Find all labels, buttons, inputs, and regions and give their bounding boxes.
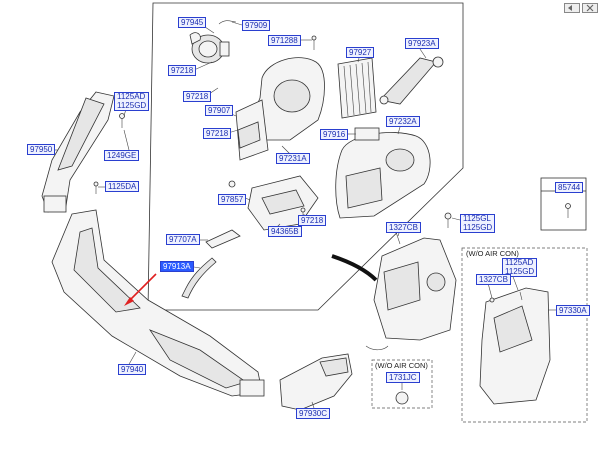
- duct-97950-part: [41, 91, 115, 213]
- part-label-1125ad: 1125AD: [117, 92, 146, 101]
- assembly-direction-arrow: [331, 254, 378, 282]
- red-pointer-arrow-icon: [124, 273, 157, 306]
- part-label-97950[interactable]: 97950: [27, 144, 56, 155]
- part-label-85744[interactable]: 85744: [555, 182, 584, 193]
- wo-aircon-note-right: (W/O AIR CON): [466, 249, 519, 258]
- part-label-1125ad-1125gd-right[interactable]: 1125AD 1125GD: [502, 258, 538, 277]
- part-label-1327cb-lower[interactable]: 1327CB: [476, 274, 511, 285]
- bolt-icon: [444, 212, 452, 228]
- part-label-97930c[interactable]: 97930C: [296, 408, 331, 419]
- part-label-1125ad-b: 1125AD: [505, 258, 534, 267]
- wo-aircon-box-bottom: [371, 359, 433, 409]
- part-label-1125gd-b: 1125GD: [463, 222, 493, 232]
- part-label-1731jc[interactable]: 1731JC: [386, 372, 420, 383]
- duct-97930c-part: [279, 353, 353, 411]
- blower-motor-part: [189, 20, 237, 64]
- part-label-1125da[interactable]: 1125DA: [105, 181, 140, 192]
- part-label-97907[interactable]: 97907: [205, 105, 234, 116]
- screw-icon: [93, 35, 571, 220]
- part-label-97857[interactable]: 97857: [218, 194, 247, 205]
- wo-aircon-box-right: [461, 247, 588, 423]
- part-label-97232a[interactable]: 97232A: [386, 116, 420, 127]
- part-label-94365b[interactable]: 94365B: [268, 226, 302, 237]
- part-label-97218-b[interactable]: 97218: [183, 91, 212, 102]
- part-label-97945[interactable]: 97945: [178, 17, 207, 28]
- part-label-97218-a[interactable]: 97218: [168, 65, 197, 76]
- duct-97940-part: [51, 209, 265, 397]
- main-assembly-frame: [147, 2, 464, 311]
- ac-pipe-part: [379, 56, 444, 105]
- heater-core-case-part: [365, 227, 457, 351]
- bolt-part-box: [540, 177, 587, 231]
- evaporator-core-part: [337, 57, 377, 119]
- part-label-97707a[interactable]: 97707A: [166, 234, 200, 245]
- part-label-97927[interactable]: 97927: [346, 47, 375, 58]
- wo-aircon-note-bottom: (W/O AIR CON): [375, 361, 428, 370]
- part-label-971288[interactable]: 971288: [268, 35, 301, 46]
- drain-hose-part: [181, 257, 217, 299]
- part-label-1327cb-upper[interactable]: 1327CB: [386, 222, 421, 233]
- heater-unit-case-part: [335, 127, 431, 219]
- part-label-1249ge[interactable]: 1249GE: [104, 150, 140, 161]
- part-label-97218-d[interactable]: 97218: [298, 215, 327, 226]
- part-label-97330a[interactable]: 97330A: [556, 305, 590, 316]
- part-label-97913a-selected[interactable]: 97913A: [160, 261, 194, 272]
- part-label-97916[interactable]: 97916: [320, 129, 349, 140]
- blower-case-wo-aircon-part: [479, 287, 551, 405]
- part-label-1125gl: 1125GL: [463, 214, 491, 223]
- part-label-97218-c[interactable]: 97218: [203, 128, 232, 139]
- part-label-1125gd-c: 1125GD: [505, 266, 535, 276]
- window-controls-icon[interactable]: [564, 0, 598, 13]
- seal-gasket-part: [205, 229, 241, 249]
- part-label-1125gl-1125gd[interactable]: 1125GL 1125GD: [460, 214, 496, 233]
- blower-housing-part: [235, 57, 325, 161]
- part-label-97923a[interactable]: 97923A: [405, 38, 439, 49]
- plug-1731jc-part: [395, 391, 409, 405]
- part-label-97940[interactable]: 97940: [118, 364, 147, 375]
- part-label-97909[interactable]: 97909: [242, 20, 271, 31]
- part-label-1125gd: 1125GD: [117, 100, 147, 110]
- part-label-1125ad-1125gd-left[interactable]: 1125AD 1125GD: [114, 92, 150, 111]
- part-label-97231a[interactable]: 97231A: [276, 153, 310, 164]
